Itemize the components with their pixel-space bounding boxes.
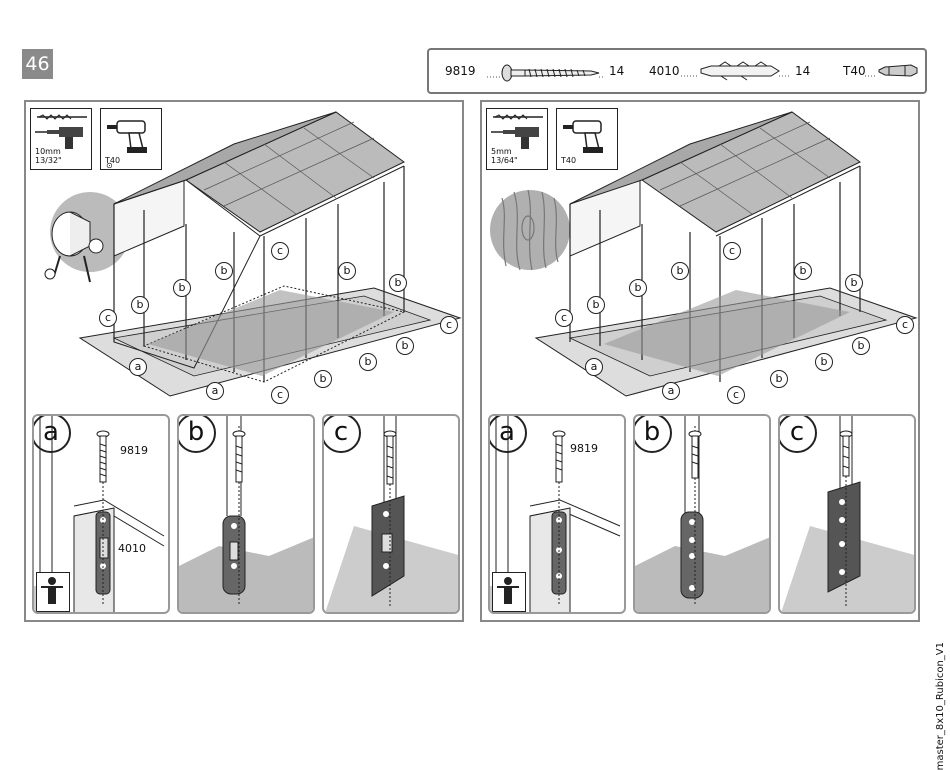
callout-b: b (215, 262, 233, 280)
part-qty-screw: 14 (609, 64, 624, 78)
detail-c: c (322, 414, 460, 614)
callout-b: b (815, 353, 833, 371)
detail-a: a 9819 4010 (32, 414, 170, 614)
one-person-icon (492, 572, 526, 612)
part-qty-plug: 14 (795, 64, 810, 78)
callout-b: b (794, 262, 812, 280)
callout-b: b (396, 337, 414, 355)
callout-a: a (206, 382, 224, 400)
torx-bit-icon (865, 62, 921, 80)
wall-plug-icon (681, 60, 791, 82)
callout-b: b (671, 262, 689, 280)
detail-b: b (177, 414, 315, 614)
callout-c: c (271, 386, 289, 404)
one-person-icon (36, 572, 70, 612)
callout-c: c (99, 309, 117, 327)
part-code-plug: 4010 (649, 64, 680, 78)
callout-b: b (338, 262, 356, 280)
callout-a: a (662, 382, 680, 400)
plug-code: 4010 (118, 542, 146, 555)
callout-c: c (723, 242, 741, 260)
callout-b: b (770, 370, 788, 388)
callout-b: b (845, 274, 863, 292)
detail-b: b (633, 414, 771, 614)
callout-b: b (314, 370, 332, 388)
callout-b: b (852, 337, 870, 355)
step-number: 46 (22, 49, 53, 79)
callout-a: a (585, 358, 603, 376)
callout-b: b (629, 279, 647, 297)
callout-b: b (389, 274, 407, 292)
screw-code: 9819 (570, 442, 598, 455)
callout-c: c (896, 316, 914, 334)
parts-list: 9819 14 4010 14 T40 (427, 48, 927, 94)
screw-code: 9819 (120, 444, 148, 457)
bracket-b-drawing (179, 416, 315, 614)
callout-b: b (587, 296, 605, 314)
bracket-c-drawing (324, 416, 460, 614)
callout-c: c (271, 242, 289, 260)
part-code-bit: T40 (843, 64, 866, 78)
callout-c: c (440, 316, 458, 334)
part-code-screw: 9819 (445, 64, 476, 78)
callout-b: b (131, 296, 149, 314)
detail-c: c (778, 414, 916, 614)
callout-a: a (129, 358, 147, 376)
callout-b: b (173, 279, 191, 297)
callout-b: b (359, 353, 377, 371)
bracket-b-drawing (635, 416, 771, 614)
bracket-c-drawing (780, 416, 916, 614)
detail-a: a 9819 (488, 414, 626, 614)
callout-c: c (727, 386, 745, 404)
callout-c: c (555, 309, 573, 327)
screw-icon (487, 64, 605, 82)
